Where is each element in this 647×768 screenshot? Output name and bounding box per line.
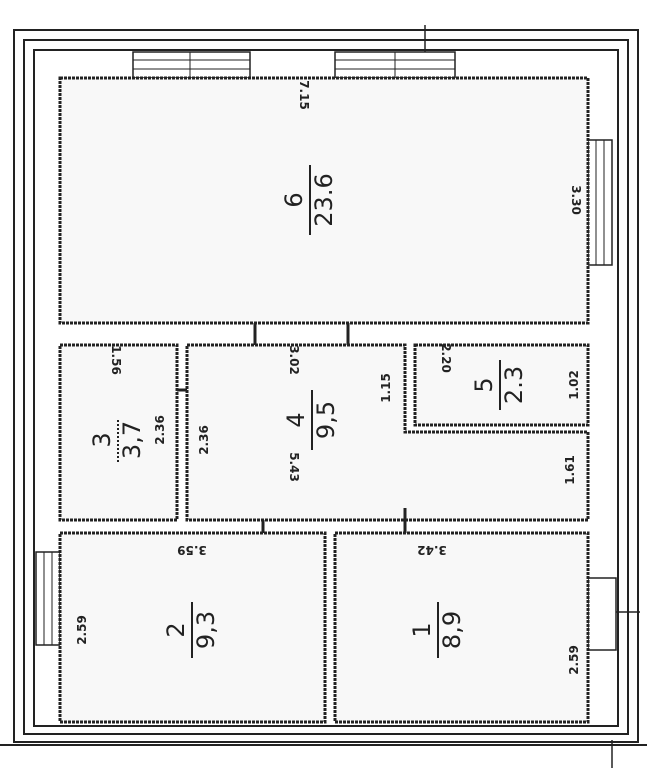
room-4-dimension-3: 1.61 <box>563 455 577 485</box>
room-5-width: 2.20 <box>439 343 453 373</box>
room-6-area: 23.6 <box>310 173 338 226</box>
room-5-length: 1.02 <box>567 370 581 400</box>
room-5-number: 5 <box>470 377 498 392</box>
window-top-right <box>334 51 456 79</box>
room-6 <box>58 76 590 325</box>
room-2-area: 9,3 <box>192 611 220 649</box>
room-1-width: 3.42 <box>417 543 447 557</box>
room-4-area: 9,5 <box>312 401 340 439</box>
entrance-door <box>587 577 617 651</box>
room-6-width: 7.15 <box>297 80 311 110</box>
room-3-width: 1.56 <box>109 345 123 375</box>
room-2-width: 3.59 <box>177 543 207 557</box>
window-right <box>587 139 613 266</box>
room-1 <box>333 531 590 724</box>
room-3-area: 3,7 <box>118 421 146 459</box>
room-2 <box>58 531 327 724</box>
room-4-width: 3.02 <box>287 345 301 375</box>
room-6-number: 6 <box>280 192 308 207</box>
room-1-length: 2.59 <box>567 645 581 675</box>
room-2-number: 2 <box>162 622 190 637</box>
room-4 <box>185 343 590 522</box>
room-3-length: 2.36 <box>153 415 167 445</box>
door-openings <box>177 323 407 533</box>
room-4-dimension: 5.43 <box>287 452 301 482</box>
outer-wall-inner <box>23 39 629 735</box>
window-left <box>35 551 61 646</box>
inner-wall <box>33 49 619 727</box>
room-4-dimension-2: 1.15 <box>379 373 393 403</box>
room-5-area: 2.3 <box>500 366 528 404</box>
room-3 <box>58 343 179 522</box>
room-5 <box>413 343 590 427</box>
room-3-number: 3 <box>88 432 116 447</box>
outer-wall <box>13 29 639 743</box>
room-6-length: 3.30 <box>569 185 583 215</box>
room-4-length: 2.36 <box>197 425 211 455</box>
window-top-left <box>132 51 251 79</box>
room-2-length: 2.59 <box>75 615 89 645</box>
room-4-number: 4 <box>282 412 310 427</box>
room-1-number: 1 <box>408 622 436 637</box>
room-1-area: 8,9 <box>438 611 466 649</box>
